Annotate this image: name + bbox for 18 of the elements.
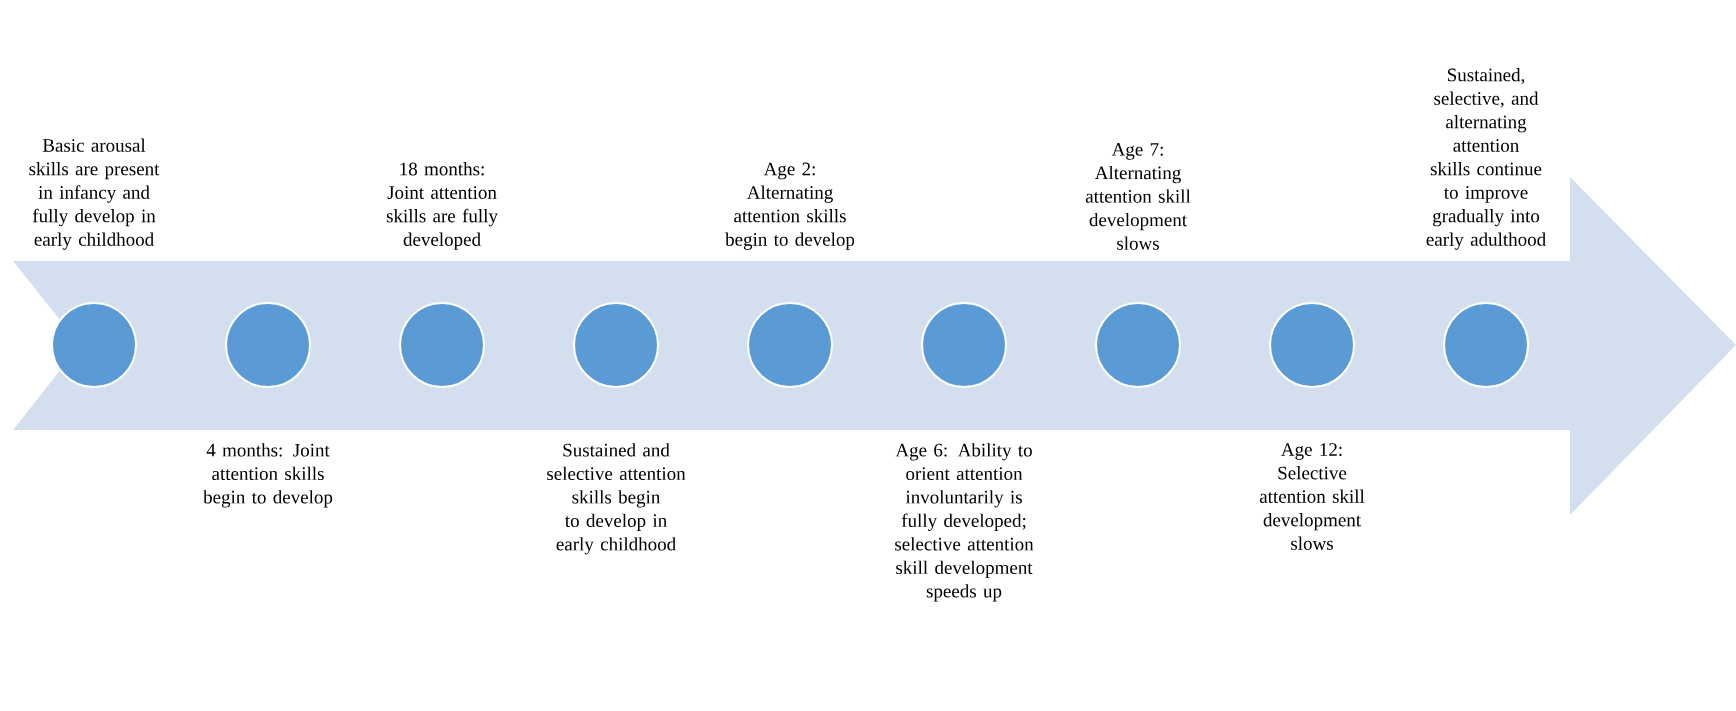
- milestone-text: Sustained, selective, and alternating attention skills continue to improve gradually into early adulthood: [1426, 68, 1546, 250]
- timeline-marker: [1443, 302, 1529, 388]
- timeline-marker: [399, 302, 485, 388]
- timeline-marker: [225, 302, 311, 388]
- milestone-text: Basic arousal skills are present in infancy and fully develop in early childhood: [29, 138, 160, 250]
- milestone-text: 18 months: Joint attention skills are fully developed: [386, 162, 498, 250]
- milestone-text: Sustained and selective attention skills begin to develop in early childhood: [547, 443, 686, 555]
- milestone-text: 4 months: Joint attention skills begin to develop: [203, 443, 333, 508]
- milestone-text: Age 6: Ability to orient attention involuntarily is fully developed; selective attention skill development speeds up: [895, 443, 1034, 602]
- timeline-marker: [573, 302, 659, 388]
- timeline-marker: [747, 302, 833, 388]
- timeline-marker: [921, 302, 1007, 388]
- timeline-marker: [1095, 302, 1181, 388]
- milestone-text: Age 2: Alternating attention skills begin to develop: [725, 162, 855, 250]
- milestone-text: Age 12: Selective attention skill development slows: [1259, 443, 1365, 550]
- milestone-text: Age 7: Alternating attention skill development slows: [1085, 143, 1191, 250]
- timeline-marker: [51, 302, 137, 388]
- timeline-marker: [1269, 302, 1355, 388]
